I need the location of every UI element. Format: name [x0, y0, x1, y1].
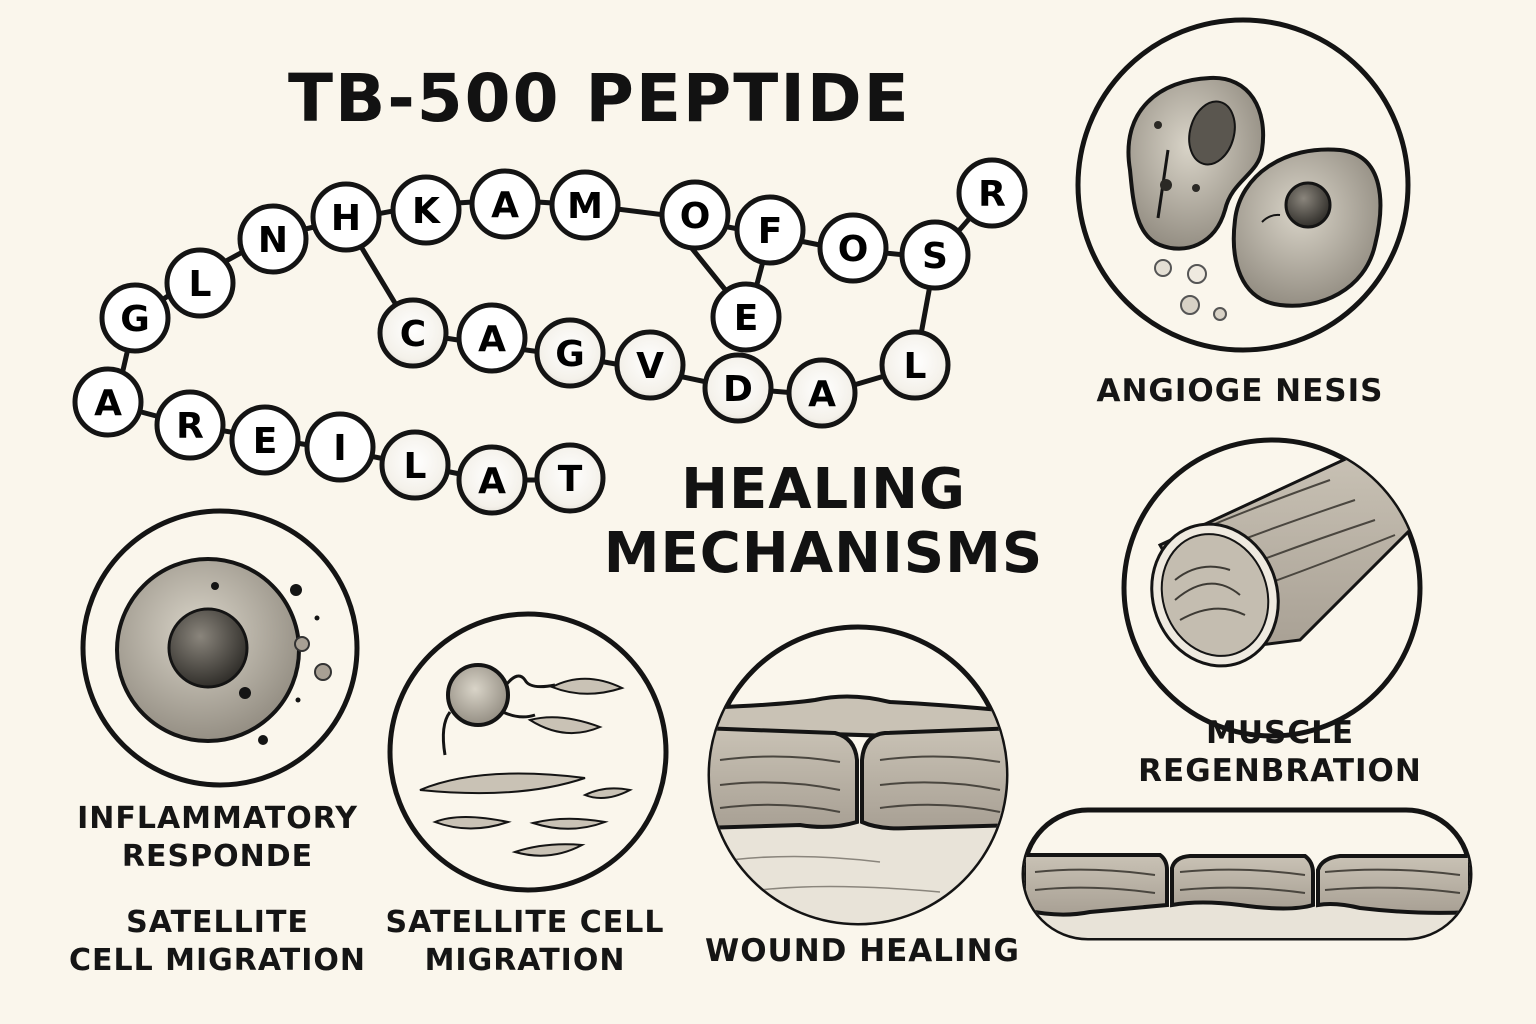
amino-acid-node-5: K	[390, 174, 462, 246]
amino-acid-node-6: A	[469, 168, 541, 240]
amino-acid-node-21: A	[72, 366, 144, 438]
inflammatory-response-illustration	[80, 508, 360, 788]
amino-acid-node-11: S	[899, 219, 971, 291]
svg-text:E: E	[734, 298, 759, 339]
svg-text:N: N	[258, 220, 288, 261]
label-angiogenesis: ANGIOGE NESIS	[1096, 373, 1384, 409]
amino-acid-node-9: F	[734, 194, 806, 266]
wound-healing-illustration	[707, 624, 1009, 926]
svg-text:G: G	[555, 334, 585, 375]
amino-acid-node-25: L	[379, 429, 451, 501]
svg-text:D: D	[723, 369, 753, 410]
label-inflammatory-line1: INFLAMMATORY	[77, 801, 358, 836]
label-satellite-cell-migration-left: SATELLITE CELL MIGRATION	[50, 904, 385, 980]
amino-acid-node-1: G	[99, 282, 171, 354]
muscle-regeneration-illustration	[1121, 437, 1423, 739]
amino-acid-node-19: A	[786, 357, 858, 429]
section-title: HEALING MECHANISMS	[576, 458, 1071, 586]
label-wound-healing: WOUND HEALING	[705, 933, 1020, 969]
amino-acid-node-27: T	[534, 442, 606, 514]
label-satellite-left-line2: CELL MIGRATION	[68, 943, 367, 978]
angiogenesis-illustration	[1075, 17, 1411, 353]
label-inflammatory-response: INFLAMMATORY RESPONDE	[50, 800, 385, 876]
svg-text:R: R	[978, 174, 1006, 215]
amino-acid-node-14: C	[377, 297, 449, 369]
label-muscle-regeneration: MUSCLE REGENBRATION	[1120, 714, 1440, 790]
svg-text:I: I	[333, 428, 346, 469]
svg-text:A: A	[491, 185, 519, 226]
label-satellite-cell-migration-center: SATELLITE CELL MIGRATION	[370, 904, 680, 980]
amino-acid-node-17: V	[614, 329, 686, 401]
svg-text:A: A	[478, 461, 506, 502]
label-inflammatory-line2: RESPONDE	[121, 839, 314, 874]
svg-text:S: S	[922, 236, 948, 277]
amino-acid-node-4: H	[310, 181, 382, 253]
svg-text:A: A	[808, 374, 836, 415]
svg-text:H: H	[331, 198, 361, 239]
amino-acid-node-3: N	[237, 203, 309, 275]
amino-acid-node-12: R	[956, 157, 1028, 229]
amino-acid-node-10: O	[817, 212, 889, 284]
amino-acid-node-23: E	[229, 404, 301, 476]
svg-text:L: L	[189, 264, 212, 305]
label-muscle-line2: REGENBRATION	[1138, 753, 1422, 789]
svg-text:R: R	[176, 406, 204, 447]
svg-text:O: O	[680, 196, 711, 237]
amino-acid-node-24: I	[304, 411, 376, 483]
amino-acid-node-18: D	[702, 352, 774, 424]
svg-text:A: A	[94, 383, 122, 424]
amino-acid-node-8: O	[659, 179, 731, 251]
section-title-line2: MECHANISMS	[603, 521, 1044, 586]
label-satellite-center-line1: SATELLITE CELL	[385, 905, 665, 940]
label-satellite-left-line1: SATELLITE	[126, 905, 309, 940]
amino-acid-node-15: A	[456, 302, 528, 374]
svg-text:C: C	[400, 314, 426, 355]
svg-text:F: F	[758, 211, 783, 252]
svg-text:O: O	[838, 229, 869, 270]
amino-acid-node-2: L	[164, 247, 236, 319]
amino-acid-node-22: R	[154, 389, 226, 461]
svg-text:M: M	[567, 186, 603, 227]
svg-text:L: L	[904, 346, 927, 387]
svg-text:E: E	[253, 421, 278, 462]
svg-text:K: K	[412, 191, 441, 232]
svg-text:V: V	[636, 346, 664, 387]
label-satellite-center-line2: MIGRATION	[424, 943, 626, 978]
amino-acid-node-20: L	[879, 329, 951, 401]
svg-text:L: L	[404, 446, 427, 487]
label-muscle-line1: MUSCLE	[1205, 715, 1355, 751]
section-title-line1: HEALING	[681, 457, 966, 522]
amino-acid-node-16: G	[534, 317, 606, 389]
amino-acid-node-7: M	[549, 169, 621, 241]
amino-acid-node-13: E	[710, 281, 782, 353]
satellite-cell-migration-illustration	[387, 611, 669, 893]
svg-text:T: T	[558, 459, 583, 500]
svg-text:G: G	[120, 299, 150, 340]
svg-text:A: A	[478, 319, 506, 360]
muscle-tissue-band-illustration	[1021, 807, 1473, 941]
amino-acid-node-26: A	[456, 444, 528, 516]
main-title: TB-500 PEPTIDE	[288, 60, 911, 137]
